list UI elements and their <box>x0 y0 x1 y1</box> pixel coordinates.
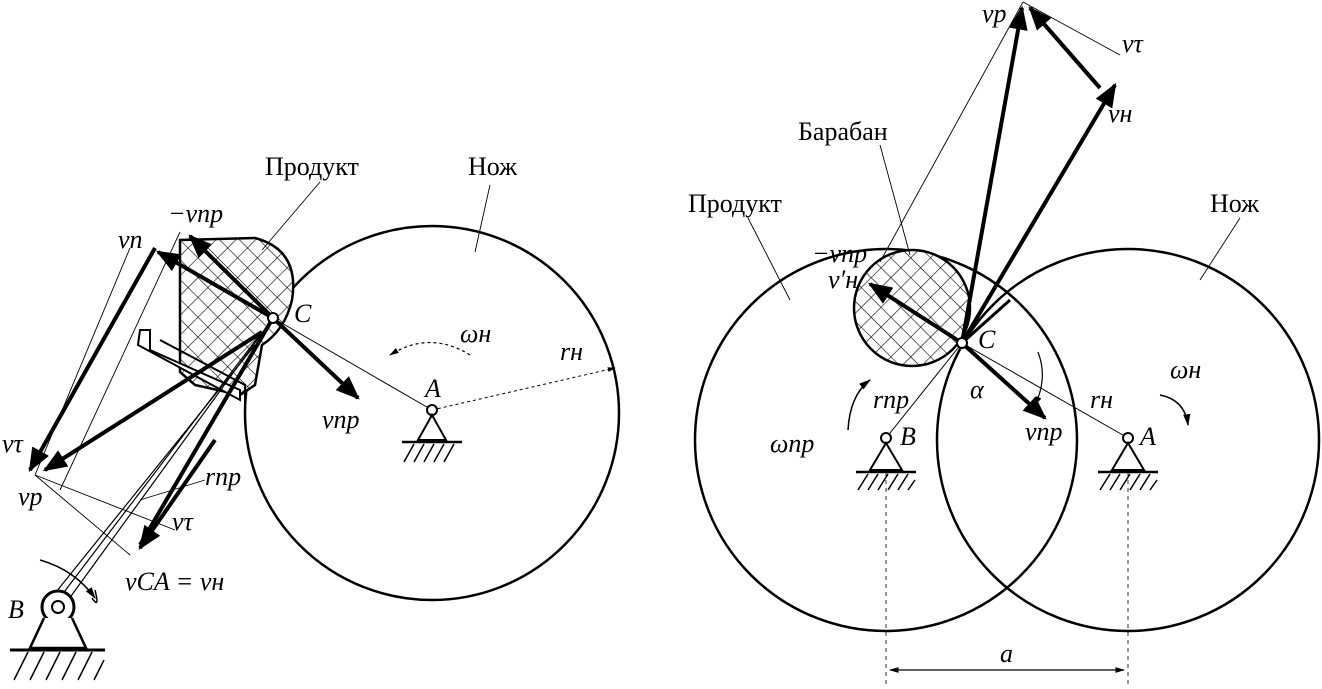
right-label-vp: vр <box>982 0 1007 28</box>
right-product-circle <box>693 247 1079 633</box>
left-label-minus-vpr: −vпр <box>168 199 223 228</box>
left-line-CB-2 <box>57 331 263 601</box>
left-holder-side <box>159 339 246 405</box>
left-vector-vtau <box>138 438 217 550</box>
right-label-drum: Барабан <box>798 117 888 146</box>
right-line-CA <box>961 342 1129 439</box>
left-label-vCA: vCA = vн <box>125 567 224 596</box>
right-pivot-B <box>856 432 916 491</box>
right-label-vpr: vпр <box>1025 417 1063 446</box>
left-omega-arc <box>39 559 96 599</box>
right-label-vprime-n: v′н <box>828 265 858 294</box>
right-diagram: vр vτ vн Барабан Продукт Нож −vпр v′н C … <box>688 0 1321 688</box>
right-label-vn: vн <box>1108 99 1132 128</box>
left-holder <box>136 329 241 402</box>
right-thin-vt <box>1022 1 1121 56</box>
left-label-omega-n: ωн <box>460 319 491 348</box>
right-omega-n-arc <box>1159 394 1191 427</box>
left-knife-circle <box>243 224 621 602</box>
left-line-CB-3 <box>51 344 256 598</box>
left-label-C: C <box>294 299 312 328</box>
left-label-rn: rн <box>560 337 583 366</box>
left-diagram: Продукт Нож −vпр vn C ωн rн A vпр vτ vр … <box>2 152 621 681</box>
left-thin-1 <box>34 247 131 476</box>
left-leader-rpr <box>139 479 206 501</box>
left-thin-3 <box>34 474 176 531</box>
left-pivot-A <box>402 404 462 463</box>
right-label-C: C <box>978 325 996 354</box>
left-label-vp: vр <box>18 482 43 511</box>
right-label-A: A <box>1138 422 1156 451</box>
left-label-product: Продукт <box>265 152 359 181</box>
right-vector-vn <box>960 82 1117 345</box>
left-omega-n-arc <box>389 341 471 356</box>
left-product-shape <box>178 236 295 397</box>
right-label-vtau: vτ <box>1122 29 1145 58</box>
right-label-rpr: rпр <box>873 385 909 414</box>
right-leader-drum <box>879 144 911 256</box>
right-leader-knife <box>1199 217 1241 281</box>
right-point-C <box>956 337 968 349</box>
right-label-minus-vpr: −vпр <box>812 239 867 268</box>
left-leader-product <box>261 181 321 251</box>
right-line-CB <box>885 342 963 439</box>
left-vector-vn <box>155 250 274 320</box>
right-thin-vp <box>879 1 1024 263</box>
right-alpha-arc <box>1034 351 1043 406</box>
left-label-vpr: vпр <box>322 405 360 434</box>
right-leader-product <box>747 217 791 301</box>
left-label-vn: vn <box>118 225 143 254</box>
right-label-knife: Нож <box>1210 189 1260 218</box>
right-label-a: a <box>1000 639 1013 668</box>
right-pivot-A <box>1098 432 1158 491</box>
left-label-vtau-2: vτ <box>172 507 195 536</box>
left-vector-minus-vpr <box>188 234 275 320</box>
right-label-omega-n: ωн <box>1170 355 1201 384</box>
left-vector-vpr <box>271 316 360 400</box>
left-label-A: A <box>423 374 441 403</box>
left-label-knife: Нож <box>468 152 518 181</box>
right-label-omega-pr: ωпр <box>770 429 814 458</box>
right-drum <box>852 248 972 368</box>
left-vector-vCA <box>138 316 275 547</box>
right-omega-pr-arc <box>847 379 871 431</box>
left-vector-vp <box>42 330 264 472</box>
right-vector-extra <box>960 298 1012 345</box>
left-pivot-B <box>10 559 105 681</box>
left-vector-vtau-long <box>28 247 157 473</box>
right-label-alpha: α <box>970 375 985 404</box>
left-label-vtau: vτ <box>2 429 25 458</box>
right-knife-circle <box>935 247 1321 633</box>
right-vector-vp <box>960 5 1028 344</box>
right-vector-minus-vpr <box>867 282 964 345</box>
right-label-rn: rн <box>1090 385 1113 414</box>
left-point-C <box>267 312 279 324</box>
left-label-B: B <box>8 595 24 624</box>
left-label-rpr: rпр <box>205 462 241 491</box>
left-line-rn <box>431 367 616 411</box>
left-leader-knife <box>474 184 491 253</box>
right-vector-vtau <box>1028 6 1102 90</box>
right-vector-vpr <box>960 341 1047 420</box>
right-label-B: B <box>900 422 916 451</box>
left-line-CA <box>272 317 433 411</box>
right-label-product: Продукт <box>688 189 782 218</box>
left-thin-4 <box>34 474 131 556</box>
